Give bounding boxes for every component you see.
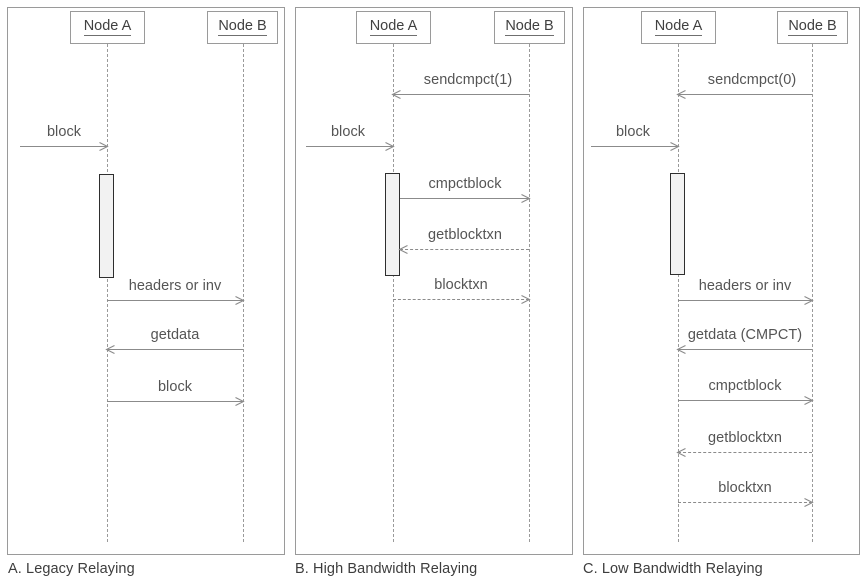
message-line (678, 502, 812, 503)
message-line (107, 300, 243, 301)
arrowhead-left-icon (398, 244, 408, 254)
arrowhead-right-icon (670, 141, 680, 151)
lifeline-node-a (107, 44, 108, 542)
arrowhead-right-icon (804, 295, 814, 305)
actor-box-node-a[interactable]: Node A (70, 11, 145, 44)
lifeline-node-a (678, 44, 679, 542)
lifeline-node-b (812, 44, 813, 542)
message-label: getdata (150, 327, 200, 343)
arrowhead-right-icon (235, 396, 245, 406)
message-label: getdata (CMPCT) (687, 327, 803, 343)
message-line (678, 452, 812, 453)
message-label: sendcmpct(0) (707, 72, 797, 88)
activation-bar-node-a (670, 173, 685, 275)
activation-bar-node-a (99, 174, 114, 278)
actor-box-node-a[interactable]: Node A (356, 11, 431, 44)
message-line (678, 349, 812, 350)
message-line (107, 349, 243, 350)
message-line (393, 94, 529, 95)
message-label: cmpctblock (708, 378, 782, 394)
arrowhead-right-icon (235, 295, 245, 305)
message-line (678, 94, 812, 95)
message-label: headers or inv (698, 278, 792, 294)
arrowhead-left-icon (105, 344, 115, 354)
message-line (393, 299, 529, 300)
actor-label: Node B (788, 18, 837, 37)
message-label: headers or inv (128, 278, 222, 294)
actor-box-node-b[interactable]: Node B (777, 11, 848, 44)
activation-bar-node-a (385, 173, 400, 276)
message-line (678, 400, 812, 401)
actor-box-node-b[interactable]: Node B (494, 11, 565, 44)
panel-high-bandwidth-relaying (295, 7, 573, 555)
arrowhead-left-icon (676, 344, 686, 354)
actor-label: Node B (505, 18, 554, 37)
arrowhead-right-icon (521, 294, 531, 304)
panel-caption-high-bandwidth: B. High Bandwidth Relaying (295, 561, 478, 577)
message-line (678, 300, 812, 301)
message-label: block (46, 124, 82, 140)
message-label: blocktxn (434, 277, 488, 293)
actor-box-node-b[interactable]: Node B (207, 11, 278, 44)
arrowhead-left-icon (676, 447, 686, 457)
panel-low-bandwidth-relaying (583, 7, 860, 555)
message-line (400, 249, 529, 250)
message-line (591, 146, 678, 147)
lifeline-node-b (243, 44, 244, 542)
arrowhead-right-icon (99, 141, 109, 151)
actor-label: Node A (654, 18, 703, 37)
message-line (400, 198, 529, 199)
panel-legacy-relaying (7, 7, 285, 555)
message-label: sendcmpct(1) (423, 72, 513, 88)
arrowhead-left-icon (391, 89, 401, 99)
message-line (20, 146, 107, 147)
arrowhead-right-icon (804, 395, 814, 405)
message-label: block (330, 124, 366, 140)
message-line (107, 401, 243, 402)
message-label: cmpctblock (428, 176, 502, 192)
actor-label: Node A (369, 18, 418, 37)
arrowhead-right-icon (521, 193, 531, 203)
lifeline-node-b (529, 44, 530, 542)
arrowhead-left-icon (676, 89, 686, 99)
message-line (306, 146, 393, 147)
panel-caption-legacy: A. Legacy Relaying (8, 561, 135, 577)
actor-box-node-a[interactable]: Node A (641, 11, 716, 44)
message-label: blocktxn (718, 480, 772, 496)
message-label: block (615, 124, 651, 140)
arrowhead-right-icon (385, 141, 395, 151)
arrowhead-right-icon (804, 497, 814, 507)
panel-caption-low-bandwidth: C. Low Bandwidth Relaying (583, 561, 763, 577)
actor-label: Node B (218, 18, 267, 37)
message-label: getblocktxn (428, 227, 502, 243)
message-label: getblocktxn (708, 430, 782, 446)
actor-label: Node A (83, 18, 132, 37)
message-label: block (157, 379, 193, 395)
lifeline-node-a (393, 44, 394, 542)
